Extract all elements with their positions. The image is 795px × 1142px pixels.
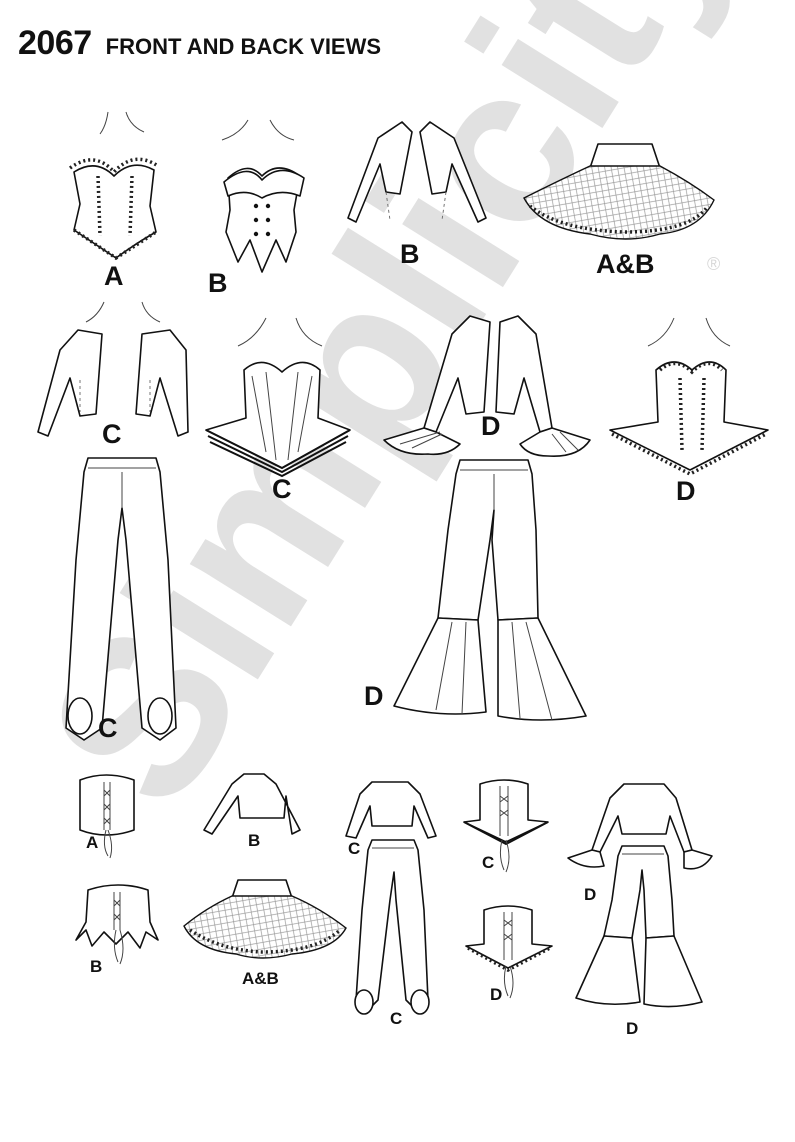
label-back-pants-c: C — [390, 1009, 402, 1028]
view-back-top-d — [465, 905, 553, 999]
label-top-d: D — [676, 476, 696, 506]
view-top-b — [221, 119, 305, 273]
view-back-top-a — [79, 774, 135, 859]
label-back-bolero-c: C — [348, 839, 360, 858]
label-top-a: A — [104, 261, 124, 291]
view-back-bolero-b — [203, 773, 301, 835]
view-bolero-d — [383, 315, 591, 457]
view-back-pants-c — [354, 839, 430, 1015]
page-header: 2067 FRONT AND BACK VIEWS — [18, 24, 381, 63]
view-back-top-b — [75, 884, 159, 965]
view-top-c — [205, 317, 351, 478]
label-bolero-c: C — [102, 419, 122, 449]
label-back-top-d: D — [490, 985, 502, 1004]
view-bolero-c — [37, 301, 189, 437]
view-back-bolero-d — [567, 783, 713, 870]
label-tutu-ab: A&B — [596, 249, 655, 279]
pattern-number: 2067 — [18, 24, 92, 62]
label-back-top-c: C — [482, 853, 494, 872]
view-labels: A B B A&B C C D D C D A B C C D B A&B C … — [86, 239, 696, 1038]
label-back-tutu-ab: A&B — [242, 969, 279, 988]
view-pants-d — [393, 459, 587, 721]
label-back-top-a: A — [86, 833, 98, 852]
view-top-a — [68, 111, 159, 261]
view-back-tutu-ab — [183, 879, 347, 959]
label-back-bolero-d: D — [584, 885, 596, 904]
view-tutu-ab — [523, 143, 715, 240]
page-title: FRONT AND BACK VIEWS — [105, 34, 382, 59]
view-back-top-c — [463, 779, 549, 873]
label-pants-c: C — [98, 713, 118, 743]
view-back-pants-d — [575, 845, 703, 1008]
registered-mark: ® — [707, 254, 720, 274]
label-bolero-b: B — [400, 239, 420, 269]
label-back-bolero-b: B — [248, 831, 260, 850]
label-top-b: B — [208, 268, 228, 298]
label-back-top-b: B — [90, 957, 102, 976]
view-top-d — [609, 317, 769, 476]
label-bolero-d: D — [481, 411, 501, 441]
view-pants-c — [65, 457, 177, 741]
view-bolero-b — [347, 121, 487, 223]
label-back-pants-d: D — [626, 1019, 638, 1038]
view-back-bolero-c — [345, 781, 437, 839]
label-top-c: C — [272, 474, 292, 504]
label-pants-d: D — [364, 681, 384, 711]
